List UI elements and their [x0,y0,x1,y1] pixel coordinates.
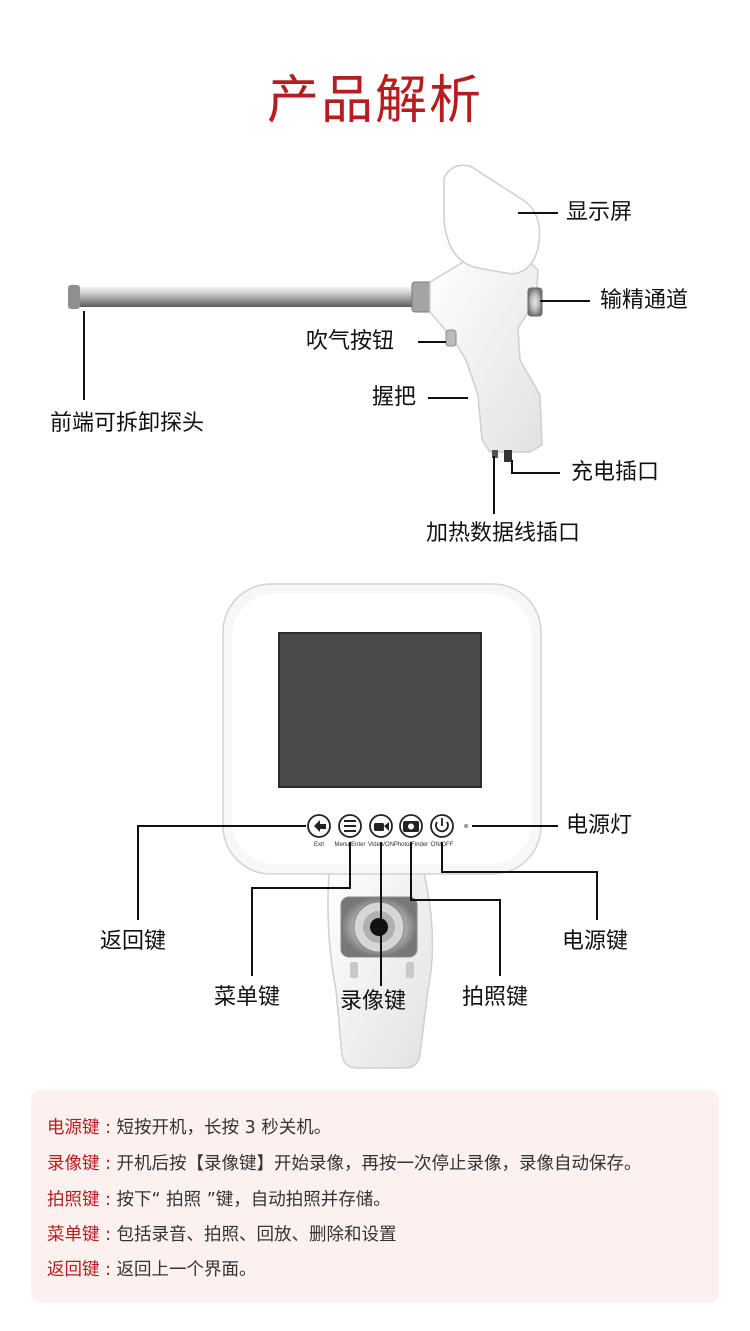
device-side-view [68,164,590,514]
label-power-key: 电源键 [562,929,629,954]
label-display: 显示屏 [566,200,633,225]
info-text: 短按开机，长按 3 秒关机。 [116,1118,332,1138]
info-key: 拍照键 [47,1190,100,1210]
info-row: 录像键 : 开机后按【录像键】开始录像，再按一次停止录像，录像自动保存。 [47,1153,642,1175]
info-key: 录像键 [47,1154,100,1174]
exit-tag: Exit [314,842,324,848]
info-row: 菜单键 : 包括录音、拍照、回放、删除和设置 [47,1224,397,1246]
info-text: 包括录音、拍照、回放、删除和设置 [116,1225,397,1245]
info-sep: : [99,1190,117,1210]
label-heat-data-port: 加热数据线插口 [426,521,581,546]
device-body [429,251,543,453]
info-text: 按下“ 拍照 ”键，自动拍照并存储。 [116,1190,391,1210]
label-grip: 握把 [372,385,417,410]
label-back-key: 返回键 [100,929,167,954]
info-key: 返回键 [47,1260,100,1280]
info-sep: : [99,1154,117,1174]
label-power-light: 电源灯 [566,813,633,838]
channel-connector [527,287,543,317]
info-sep: : [99,1118,117,1138]
display-head [443,164,541,275]
device-front-view: Exit Menu/Enter Video/ON Photo/Finder ON… [137,583,598,1069]
label-record-key: 录像键 [340,989,407,1014]
lcd-screen [278,632,482,788]
label-air-button: 吹气按钮 [306,329,395,354]
info-row: 电源键 : 短按开机，长按 3 秒关机。 [47,1117,331,1139]
label-charge-port: 充电插口 [571,460,660,485]
label-photo-key: 拍照键 [462,985,529,1010]
info-panel: 电源键 : 短按开机，长按 3 秒关机。 录像键 : 开机后按【录像键】开始录像… [31,1090,719,1303]
front-channel-connector [340,896,418,958]
label-probe: 前端可拆卸探头 [50,411,205,436]
info-text: 返回上一个界面。 [116,1260,257,1280]
info-text: 开机后按【录像键】开始录像，再按一次停止录像，录像自动保存。 [116,1154,642,1174]
probe-rod [72,287,424,307]
info-row: 拍照键 : 按下“ 拍照 ”键，自动拍照并存储。 [47,1189,391,1211]
label-semen-channel: 输精通道 [600,288,689,313]
info-sep: : [99,1260,117,1280]
label-menu-key: 菜单键 [214,985,281,1010]
panel-buttons [307,814,468,838]
info-key: 电源键 [47,1118,100,1138]
info-key: 菜单键 [47,1225,100,1245]
info-row: 返回键 : 返回上一个界面。 [47,1259,257,1281]
product-illustration: Exit Menu/Enter Video/ON Photo/Finder ON… [68,164,598,1069]
page-title: 产品解析 [266,71,483,131]
info-sep: : [99,1225,117,1245]
